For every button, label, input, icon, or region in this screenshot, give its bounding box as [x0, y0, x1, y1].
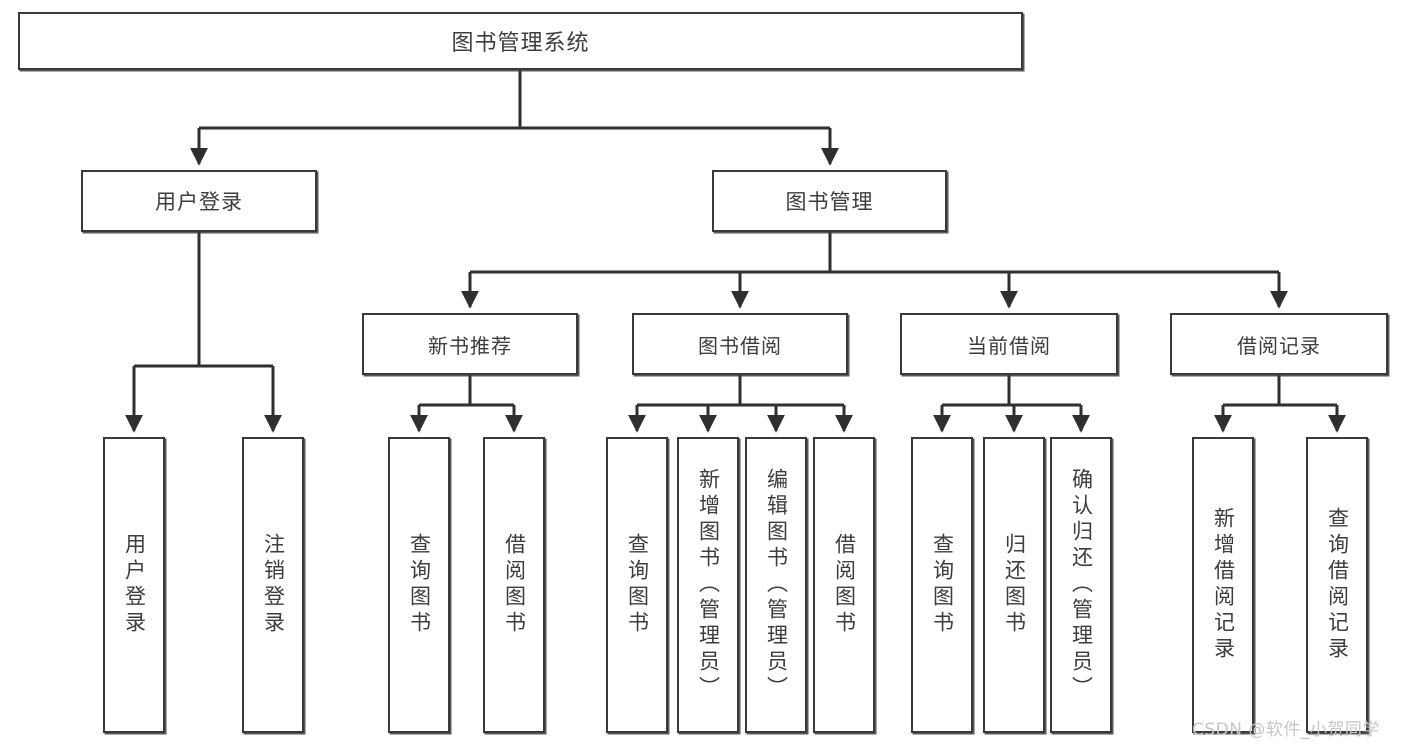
node-new-book-rec[interactable]: 新书推荐 — [362, 313, 578, 375]
node-leaf-rec-query[interactable]: 查询图书 — [388, 437, 450, 733]
node-root[interactable]: 图书管理系统 — [18, 12, 1023, 70]
node-leaf-user-login-label: 用户登录 — [122, 533, 147, 637]
csdn-watermark: CSDN @软件_小贺同学 — [1192, 720, 1380, 740]
node-leaf-borrow-lend[interactable]: 借阅图书 — [813, 437, 875, 733]
node-leaf-borrow-edit[interactable]: 编辑图书（管理员） — [745, 437, 807, 733]
node-leaf-record-add[interactable]: 新增借阅记录 — [1192, 437, 1254, 733]
node-leaf-record-add-label: 新增借阅记录 — [1211, 507, 1236, 663]
node-leaf-record-query[interactable]: 查询借阅记录 — [1306, 437, 1368, 733]
node-leaf-current-confirm-label: 确认归还（管理员） — [1069, 468, 1094, 702]
edges-userlogin-to-leaves — [125, 232, 282, 433]
node-current-borrow-label: 当前借阅 — [967, 333, 1051, 358]
node-leaf-borrow-lend-label: 借阅图书 — [832, 533, 857, 637]
node-leaf-borrow-add-label: 新增图书（管理员） — [696, 468, 721, 702]
node-book-borrow[interactable]: 图书借阅 — [632, 313, 848, 375]
node-borrow-record[interactable]: 借阅记录 — [1170, 313, 1388, 375]
node-user-login-label: 用户登录 — [155, 190, 243, 214]
node-book-borrow-label: 图书借阅 — [698, 333, 782, 358]
edges-newbookrec-to-leaves — [410, 375, 523, 433]
node-leaf-current-return-label: 归还图书 — [1002, 533, 1027, 637]
node-new-book-rec-label: 新书推荐 — [428, 333, 512, 358]
node-leaf-user-logout[interactable]: 注销登录 — [242, 437, 304, 733]
node-leaf-record-query-label: 查询借阅记录 — [1325, 507, 1350, 663]
edges-bookmanage-to-level2 — [461, 232, 1288, 309]
node-leaf-borrow-edit-label: 编辑图书（管理员） — [764, 468, 789, 702]
node-leaf-borrow-query-label: 查询图书 — [625, 533, 650, 637]
node-leaf-rec-borrow[interactable]: 借阅图书 — [483, 437, 545, 733]
edges-bookborrow-to-leaves — [628, 375, 853, 433]
node-user-login[interactable]: 用户登录 — [81, 170, 317, 232]
edges-currentborrow-to-leaves — [933, 375, 1090, 433]
node-leaf-rec-borrow-label: 借阅图书 — [502, 533, 527, 637]
node-leaf-borrow-add[interactable]: 新增图书（管理员） — [677, 437, 739, 733]
node-leaf-user-logout-label: 注销登录 — [261, 533, 286, 637]
node-leaf-current-query-label: 查询图书 — [930, 533, 955, 637]
node-leaf-current-return[interactable]: 归还图书 — [983, 437, 1045, 733]
node-leaf-current-confirm[interactable]: 确认归还（管理员） — [1050, 437, 1112, 733]
node-book-manage[interactable]: 图书管理 — [712, 170, 947, 232]
edges-root-to-level1 — [190, 70, 839, 166]
node-borrow-record-label: 借阅记录 — [1237, 333, 1321, 358]
node-leaf-current-query[interactable]: 查询图书 — [911, 437, 973, 733]
node-leaf-user-login[interactable]: 用户登录 — [103, 437, 165, 733]
node-leaf-borrow-query[interactable]: 查询图书 — [606, 437, 668, 733]
node-root-label: 图书管理系统 — [451, 31, 590, 56]
node-current-borrow[interactable]: 当前借阅 — [900, 313, 1118, 375]
node-book-manage-label: 图书管理 — [785, 190, 874, 214]
edges-borrowrecord-to-leaves — [1214, 375, 1346, 433]
node-leaf-rec-query-label: 查询图书 — [407, 533, 432, 637]
